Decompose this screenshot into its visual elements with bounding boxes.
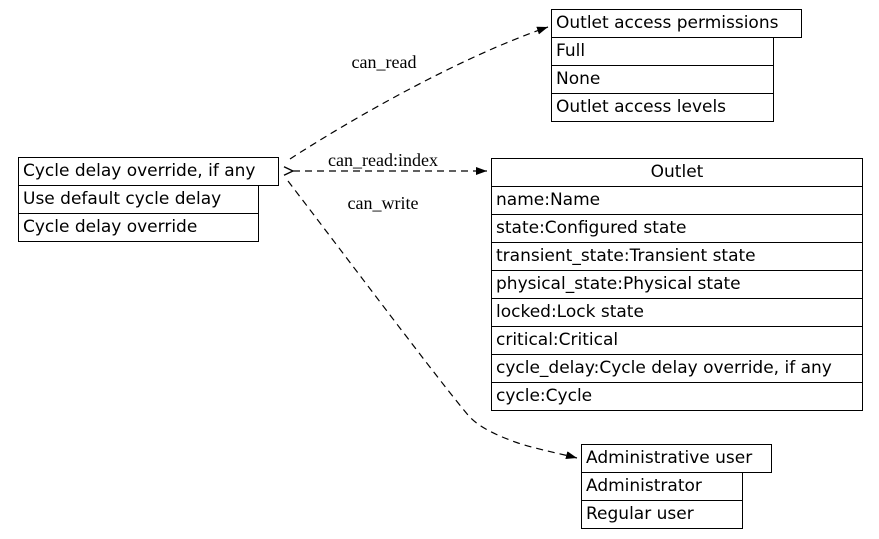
node-outlet-row: cycle:Cycle [491, 382, 863, 411]
node-cycle-delay-override-row: Use default cycle delay [18, 185, 259, 214]
node-outlet-row: cycle_delay:Cycle delay override, if any [491, 354, 863, 383]
node-outlet-title: Outlet [491, 158, 863, 187]
node-outlet-row: name:Name [491, 186, 863, 215]
node-outlet-row: physical_state:Physical state [491, 270, 863, 299]
edge-can-write-arrow [287, 180, 578, 460]
node-outlet-access-permissions-row: Full [551, 37, 774, 66]
node-outlet-row: transient_state:Transient state [491, 242, 863, 271]
node-administrative-user-title: Administrative user [581, 444, 772, 473]
node-outlet: Outlet name:Name state:Configured state … [491, 158, 863, 411]
node-outlet-row: critical:Critical [491, 326, 863, 355]
edge-label-can-read: can_read [351, 52, 417, 72]
node-outlet-row: state:Configured state [491, 214, 863, 243]
node-administrative-user: Administrative user Administrator Regula… [581, 444, 772, 529]
node-administrative-user-row: Administrator [581, 472, 743, 501]
node-outlet-access-permissions-row: None [551, 65, 774, 94]
edge-label-can-write: can_write [347, 193, 419, 213]
edge-can-read-arrow [289, 26, 549, 160]
node-administrative-user-row: Regular user [581, 500, 743, 529]
node-outlet-access-permissions-row: Outlet access levels [551, 93, 774, 122]
node-outlet-access-permissions-title: Outlet access permissions [551, 9, 802, 38]
node-cycle-delay-override-row: Cycle delay override [18, 213, 259, 242]
node-cycle-delay-override: Cycle delay override, if any Use default… [18, 157, 279, 242]
node-outlet-access-permissions: Outlet access permissions Full None Outl… [551, 9, 802, 122]
node-outlet-row: locked:Lock state [491, 298, 863, 327]
edge-label-can-read-index: can_read:index [328, 150, 438, 170]
node-cycle-delay-override-title: Cycle delay override, if any [18, 157, 279, 186]
